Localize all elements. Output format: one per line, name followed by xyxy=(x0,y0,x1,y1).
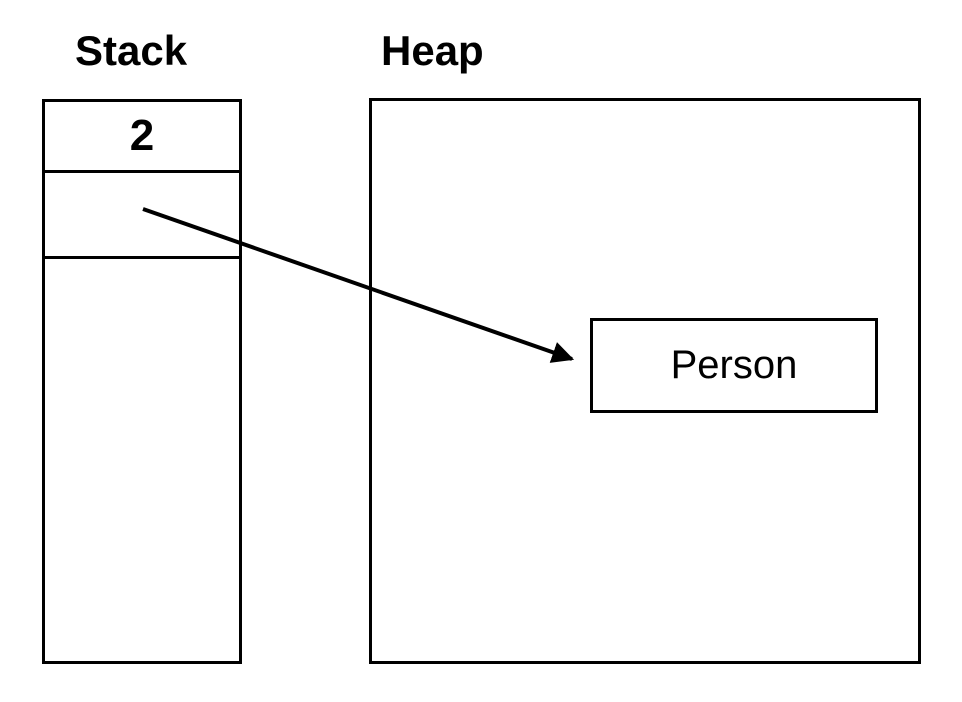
stack-frame: 2 xyxy=(42,99,242,664)
person-object-label: Person xyxy=(670,343,798,387)
heap-title: Heap xyxy=(381,27,484,74)
stack-title: Stack xyxy=(75,27,188,74)
stack-cell-value: 2 xyxy=(45,102,239,173)
person-object-box: Person xyxy=(590,318,878,413)
stack-cell-reference xyxy=(45,173,239,259)
